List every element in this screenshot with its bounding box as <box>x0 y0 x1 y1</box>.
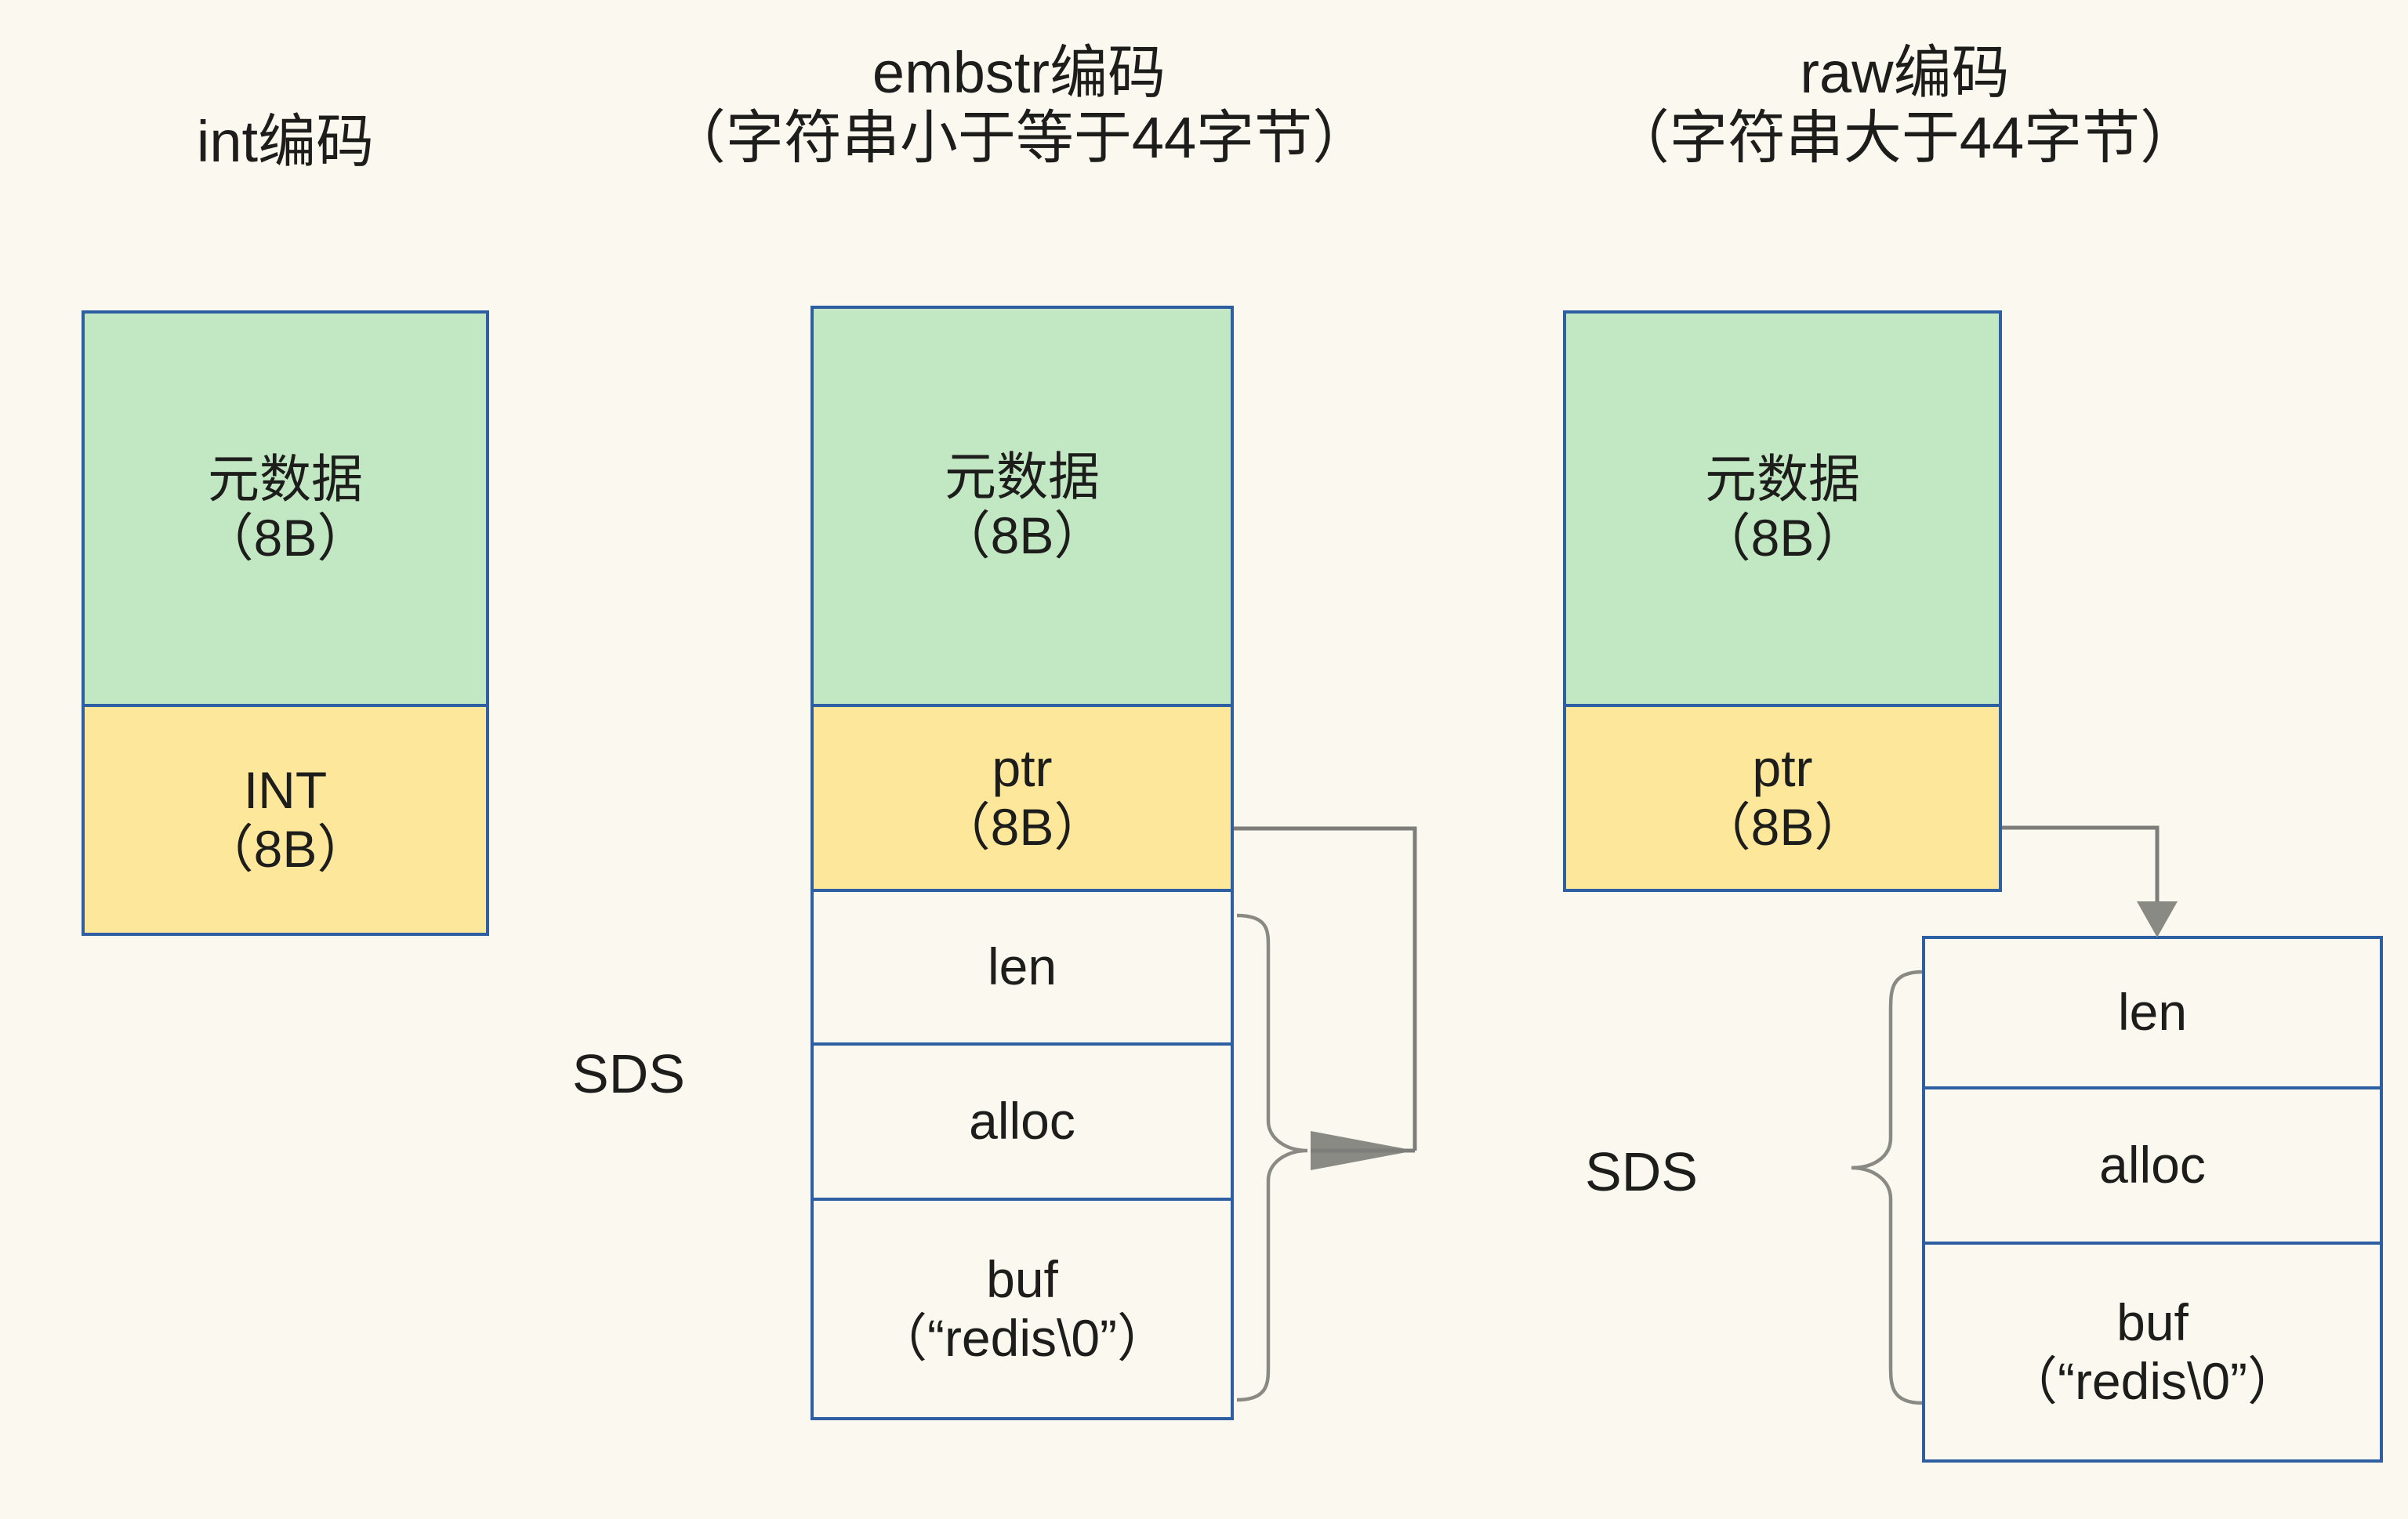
int-metadata-size: （8B） <box>201 509 369 567</box>
embstr-metadata-size: （8B） <box>938 506 1106 564</box>
header-int-line1: int编码 <box>196 109 375 174</box>
raw-sds-alloc-title: alloc <box>2099 1136 2206 1195</box>
embstr-sds-alloc-title: alloc <box>969 1092 1075 1151</box>
raw-sds-brace <box>1851 970 1923 1405</box>
embstr-sds-alloc-cell: alloc <box>811 1042 1234 1201</box>
embstr-sds-buf-cell: buf （“redis\0”） <box>811 1198 1234 1420</box>
header-embstr-line1: embstr编码 <box>872 40 1166 105</box>
embstr-pointer-arrowhead <box>1311 1131 1415 1170</box>
int-value-cell: INT （8B） <box>82 704 489 936</box>
header-raw-line2: （字符串大于44字节） <box>1611 104 2199 170</box>
header-embstr-line2: （字符串小于等于44字节） <box>667 104 1371 170</box>
raw-metadata-cell: 元数据 （8B） <box>1563 310 2002 707</box>
raw-sds-buf-value: （“redis\0”） <box>2005 1352 2300 1410</box>
header-raw-encoding: raw编码 （字符串大于44字节） <box>1442 40 2367 171</box>
raw-pointer-cell: ptr （8B） <box>1563 704 2002 892</box>
header-embstr-encoding: embstr编码 （字符串小于等于44字节） <box>486 40 1552 171</box>
embstr-metadata-title: 元数据 <box>945 447 1100 506</box>
raw-sds-label: SDS <box>1585 1141 1698 1202</box>
embstr-sds-buf-title: buf <box>986 1249 1058 1308</box>
embstr-sds-buf-value: （“redis\0”） <box>875 1309 1170 1367</box>
raw-metadata-size: （8B） <box>1699 509 1866 567</box>
raw-pointer-arrowhead <box>2137 901 2178 937</box>
embstr-pointer-cell: ptr （8B） <box>811 704 1234 892</box>
raw-sds-buf-title: buf <box>2116 1292 2189 1351</box>
embstr-metadata-cell: 元数据 （8B） <box>811 306 1234 707</box>
raw-pointer-title: ptr <box>1752 738 1813 797</box>
int-value-size: （8B） <box>201 820 369 878</box>
raw-pointer-size: （8B） <box>1699 798 1866 856</box>
embstr-sds-brace <box>1236 913 1308 1402</box>
int-value-title: INT <box>243 760 328 819</box>
embstr-sds-label: SDS <box>572 1043 685 1104</box>
raw-sds-buf-cell: buf （“redis\0”） <box>1922 1242 2383 1463</box>
raw-metadata-title: 元数据 <box>1705 449 1860 508</box>
raw-sds-alloc-cell: alloc <box>1922 1086 2383 1245</box>
embstr-pointer-title: ptr <box>992 738 1053 797</box>
embstr-pointer-arrow-path <box>1234 826 1417 1151</box>
raw-sds-len-cell: len <box>1922 936 2383 1089</box>
raw-sds-len-title: len <box>2117 983 2188 1042</box>
embstr-pointer-size: （8B） <box>938 798 1106 856</box>
int-metadata-cell: 元数据 （8B） <box>82 310 489 707</box>
embstr-sds-len-cell: len <box>811 889 1234 1046</box>
header-raw-line1: raw编码 <box>1800 40 2010 105</box>
int-metadata-title: 元数据 <box>208 449 363 508</box>
raw-pointer-arrow-path <box>2002 825 2160 909</box>
embstr-sds-len-title: len <box>987 937 1057 996</box>
header-int-encoding: int编码 <box>82 109 489 175</box>
